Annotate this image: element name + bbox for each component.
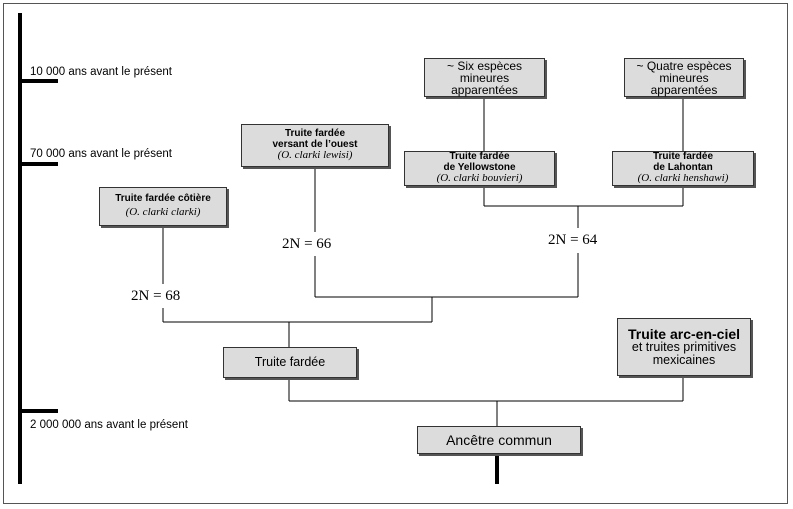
box-truite-fardee: Truite fardée — [223, 347, 357, 378]
box-ancetre-commun: Ancêtre commun — [417, 426, 581, 454]
timeline-tick-2m — [18, 409, 58, 413]
lewisi-latin: (O. clarki lewisi) — [277, 149, 353, 162]
bouvieri-latin: (O. clarki bouvieri) — [436, 172, 523, 185]
box-arc-en-ciel: Truite arc-en-ciel et truites primitives… — [617, 318, 751, 376]
timeline-label-10k: 10 000 ans avant le présent — [30, 66, 172, 78]
box-henshawi: Truite fardée de Lahontan (O. clarki hen… — [612, 151, 754, 186]
chromosome-66: 2N = 66 — [282, 236, 332, 252]
box-clarki: Truite fardée côtière (O. clarki clarki) — [99, 187, 227, 226]
root-stem — [495, 454, 499, 484]
henshawi-line2: de Lahontan — [653, 161, 713, 173]
box-lewisi: Truite fardée versant de l’ouest (O. cla… — [241, 124, 389, 167]
six-line1: Six espèces — [457, 58, 523, 73]
chromosome-64: 2N = 64 — [548, 232, 598, 248]
henshawi-latin: (O. clarki henshawi) — [637, 172, 729, 185]
box-six-especes: ~ Six espèces mineures apparentées — [424, 58, 545, 97]
clarki-latin: (O. clarki clarki) — [125, 206, 201, 219]
chromosome-68: 2N = 68 — [131, 288, 181, 304]
box-bouvieri: Truite fardée de Yellowstone (O. clarki … — [404, 151, 555, 186]
box-quatre-especes: ~ Quatre espèces mineures apparentées — [624, 58, 744, 97]
timeline-label-2m: 2 000 000 ans avant le présent — [30, 419, 188, 431]
quatre-line2: mineures — [659, 70, 709, 85]
six-line2: mineures — [459, 70, 510, 85]
approx-mark: ~ — [636, 58, 644, 73]
timeline-tick-10k — [18, 79, 58, 83]
timeline-tick-70k — [18, 162, 58, 166]
arc-line3: mexicaines — [652, 353, 716, 368]
bouvieri-line2: de Yellowstone — [443, 161, 516, 173]
quatre-line1: Quatre espèces — [646, 58, 732, 73]
bouvieri-line1: Truite fardée — [449, 151, 510, 163]
fardee-label: Truite fardée — [254, 354, 326, 369]
arc-line2: et truites primitives — [631, 340, 737, 355]
approx-mark: ~ — [446, 58, 454, 73]
lewisi-line1: Truite fardée — [284, 128, 346, 140]
clarki-line1: Truite fardée côtière — [115, 192, 211, 204]
quatre-line3: apparentées — [650, 82, 718, 97]
arc-line1: Truite arc-en-ciel — [627, 325, 741, 342]
timeline-axis — [18, 13, 22, 484]
timeline-label-70k: 70 000 ans avant le présent — [30, 148, 172, 160]
six-line3: apparentées — [451, 82, 518, 97]
henshawi-line1: Truite fardée — [652, 151, 714, 163]
ancetre-label: Ancêtre commun — [446, 431, 552, 448]
lewisi-line2: versant de l’ouest — [272, 138, 358, 150]
